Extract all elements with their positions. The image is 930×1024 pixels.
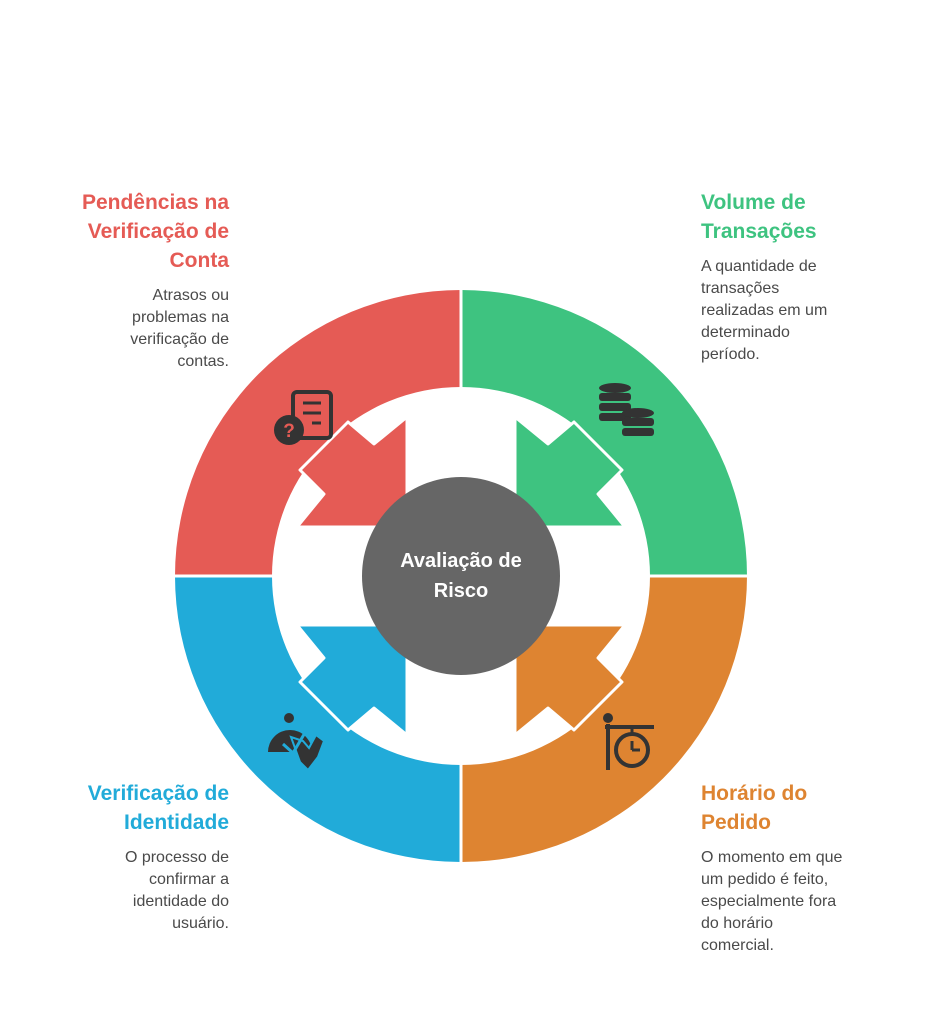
ring-segment-identity-verification xyxy=(175,576,461,862)
hand-check-icon xyxy=(268,713,326,772)
arrow-red xyxy=(295,415,409,529)
center-label-line2: Risco xyxy=(433,580,489,602)
identity-verification-desc: O processo de confirmar a identidade do … xyxy=(124,849,229,932)
identity-verification-block: Verificação de Identidade O processo de … xyxy=(0,779,229,935)
transaction-volume-desc: A quantidade de transações realizadas em… xyxy=(701,258,828,363)
arrow-orange xyxy=(513,623,627,737)
order-time-title: Horário do Pedido xyxy=(701,782,808,834)
arrow-blue xyxy=(295,623,409,737)
ring-segment-transaction-volume xyxy=(461,290,747,576)
center-label-line1: Avaliação de xyxy=(400,550,522,572)
center-circle xyxy=(362,477,560,675)
transaction-volume-title: Volume de Transações xyxy=(701,191,817,243)
coins-stack-icon xyxy=(599,383,654,436)
document-question-icon: ? xyxy=(274,390,333,445)
identity-verification-title: Verificação de Identidade xyxy=(87,782,229,834)
center-label: Avaliação de Risco xyxy=(362,546,560,606)
arrow-green xyxy=(513,415,627,529)
order-time-block: Horário do Pedido O momento em que um pe… xyxy=(701,779,901,957)
svg-text:?: ? xyxy=(283,421,295,442)
transaction-volume-block: Volume de Transações A quantidade de tra… xyxy=(701,188,901,366)
clock-sign-icon xyxy=(603,713,654,770)
ring-segment-account-verification xyxy=(175,290,461,576)
account-verification-desc: Atrasos ou problemas na verificação de c… xyxy=(130,287,229,370)
account-verification-block: Pendências na Verificação de Conta Atras… xyxy=(0,188,229,373)
account-verification-title: Pendências na Verificação de Conta xyxy=(81,191,229,272)
order-time-desc: O momento em que um pedido é feito, espe… xyxy=(701,849,843,954)
